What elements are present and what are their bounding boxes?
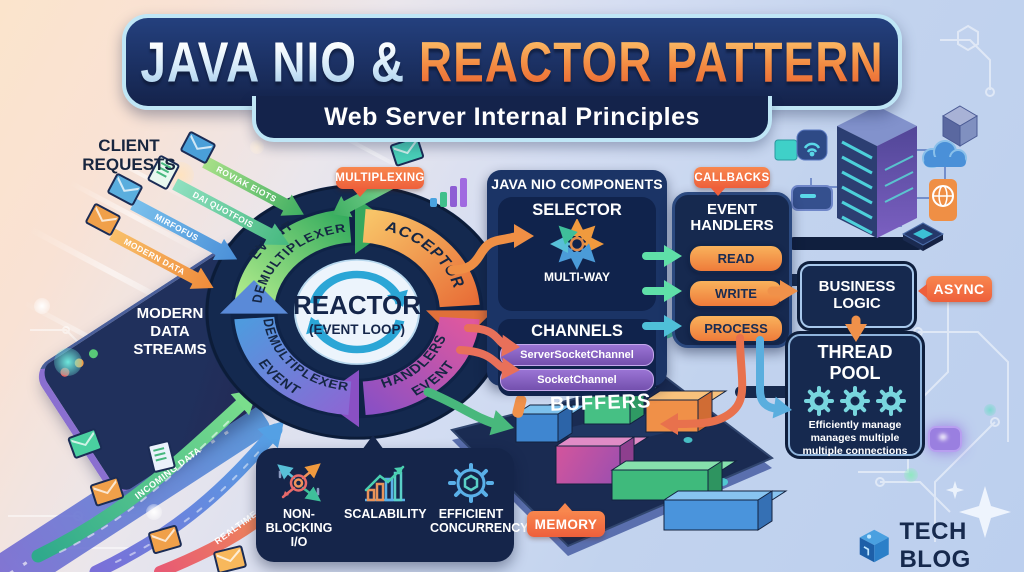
multiway-arrows-icon	[550, 219, 604, 270]
channels-box: CHANNELS ServerSocketChannel SocketChann…	[498, 319, 656, 396]
features-panel: NON-BLOCKING I/O SCALABILITY	[256, 435, 529, 562]
globe-icon	[929, 179, 957, 221]
tech-blog-logo: TECH BLOG	[858, 518, 1024, 572]
server-socket-channel-pill: ServerSocketChannel	[500, 344, 654, 366]
feature-label: EFFICIENT CONCURRENCY	[430, 507, 529, 535]
server-tower	[837, 106, 917, 238]
reactor-subtitle: (EVENT LOOP)	[309, 322, 405, 337]
thread-pool-panel: THREAD POOL Efficiently manage manages m…	[788, 334, 922, 457]
buffer-chip	[512, 394, 527, 418]
event-handlers-panel: EVENT HANDLERS READ WRITE PROCESS	[672, 192, 792, 348]
efficient-concurrency-icon	[448, 463, 494, 503]
selector-caption: MULTI-WAY	[544, 270, 610, 284]
stream-arrows	[31, 389, 318, 572]
glow-dot	[54, 348, 82, 376]
cloud-icon	[922, 140, 967, 168]
buffer-blocks	[514, 386, 788, 531]
page-subtitle: Web Server Internal Principles	[324, 102, 700, 131]
business-logic-panel: BUSINESS LOGIC	[800, 264, 914, 328]
sparkle	[945, 480, 965, 500]
channels-title: CHANNELS	[531, 322, 623, 340]
glow-dot	[904, 468, 918, 482]
nio-panel-title: JAVA NIO COMPONENTS	[491, 176, 663, 192]
callbacks-badge: CALLBACKS	[694, 167, 770, 196]
feature-label: SCALABILITY	[344, 507, 427, 521]
feature-nonblocking: NON-BLOCKING I/O	[258, 462, 340, 549]
reactor-diagram: EVENT DEMULTIPLEXER ACCEPTOR EVENT HANDL…	[205, 184, 509, 440]
buffers-title: BUFFERS	[549, 390, 652, 416]
sparkle	[959, 486, 1011, 538]
glow-dot	[250, 140, 264, 154]
glow-dot	[984, 404, 996, 416]
selector-box: SELECTOR	[498, 197, 656, 311]
page-title: JAVA NIO & REACTOR PATTERN	[140, 29, 883, 95]
scalability-icon	[364, 465, 405, 502]
business-logic-title: BUSINESS LOGIC	[818, 278, 896, 312]
bar-chart-icon	[430, 178, 467, 207]
selector-title: SELECTOR	[532, 201, 622, 219]
title-reactor-pattern: REACTOR PATTERN	[405, 30, 884, 94]
reactor-title: REACTOR	[293, 290, 421, 320]
title-java-nio: JAVA NIO &	[140, 30, 406, 94]
chip-icon	[901, 222, 945, 251]
nio-components-panel: JAVA NIO COMPONENTS SELECTOR	[487, 170, 667, 396]
cube-logo-icon	[859, 529, 889, 563]
gears-icon	[804, 386, 906, 416]
cube-icon	[942, 105, 978, 147]
read-pill: READ	[688, 244, 784, 273]
event-handlers-title: EVENT HANDLERS	[690, 201, 774, 234]
non-blocking-io-icon	[277, 463, 321, 502]
client-requests-label: CLIENT REQUESTS	[82, 136, 176, 174]
async-badge: ASYNC	[918, 276, 992, 302]
event-loop-arrows	[309, 270, 405, 354]
wifi-router	[791, 129, 833, 211]
mini-screen	[774, 139, 798, 161]
subtitle-banner: Web Server Internal Principles	[252, 96, 772, 142]
pipe	[788, 237, 924, 250]
glow-dot	[146, 504, 162, 520]
write-pill: WRITE	[688, 279, 784, 308]
feature-label: NON-BLOCKING I/O	[265, 507, 333, 549]
socket-channel-pill: SocketChannel	[500, 369, 654, 391]
brand-name: TECH BLOG	[899, 518, 971, 572]
memory-badge: MEMORY	[527, 503, 605, 537]
server-illustration	[774, 105, 978, 251]
feature-scalability: SCALABILITY	[344, 462, 427, 522]
feature-concurrency: EFFICIENT CONCURRENCY	[430, 462, 529, 536]
multiplexing-badge: MULTIPLEXING	[335, 167, 424, 197]
process-pill: PROCESS	[688, 314, 784, 343]
thread-pool-caption: Efficiently manage manages multiple mult…	[802, 419, 908, 457]
modern-data-streams-label: MODERN DATA STREAMS	[133, 305, 207, 358]
thread-pool-title: THREAD POOL	[817, 342, 893, 383]
circuit-node-glow	[928, 426, 962, 452]
